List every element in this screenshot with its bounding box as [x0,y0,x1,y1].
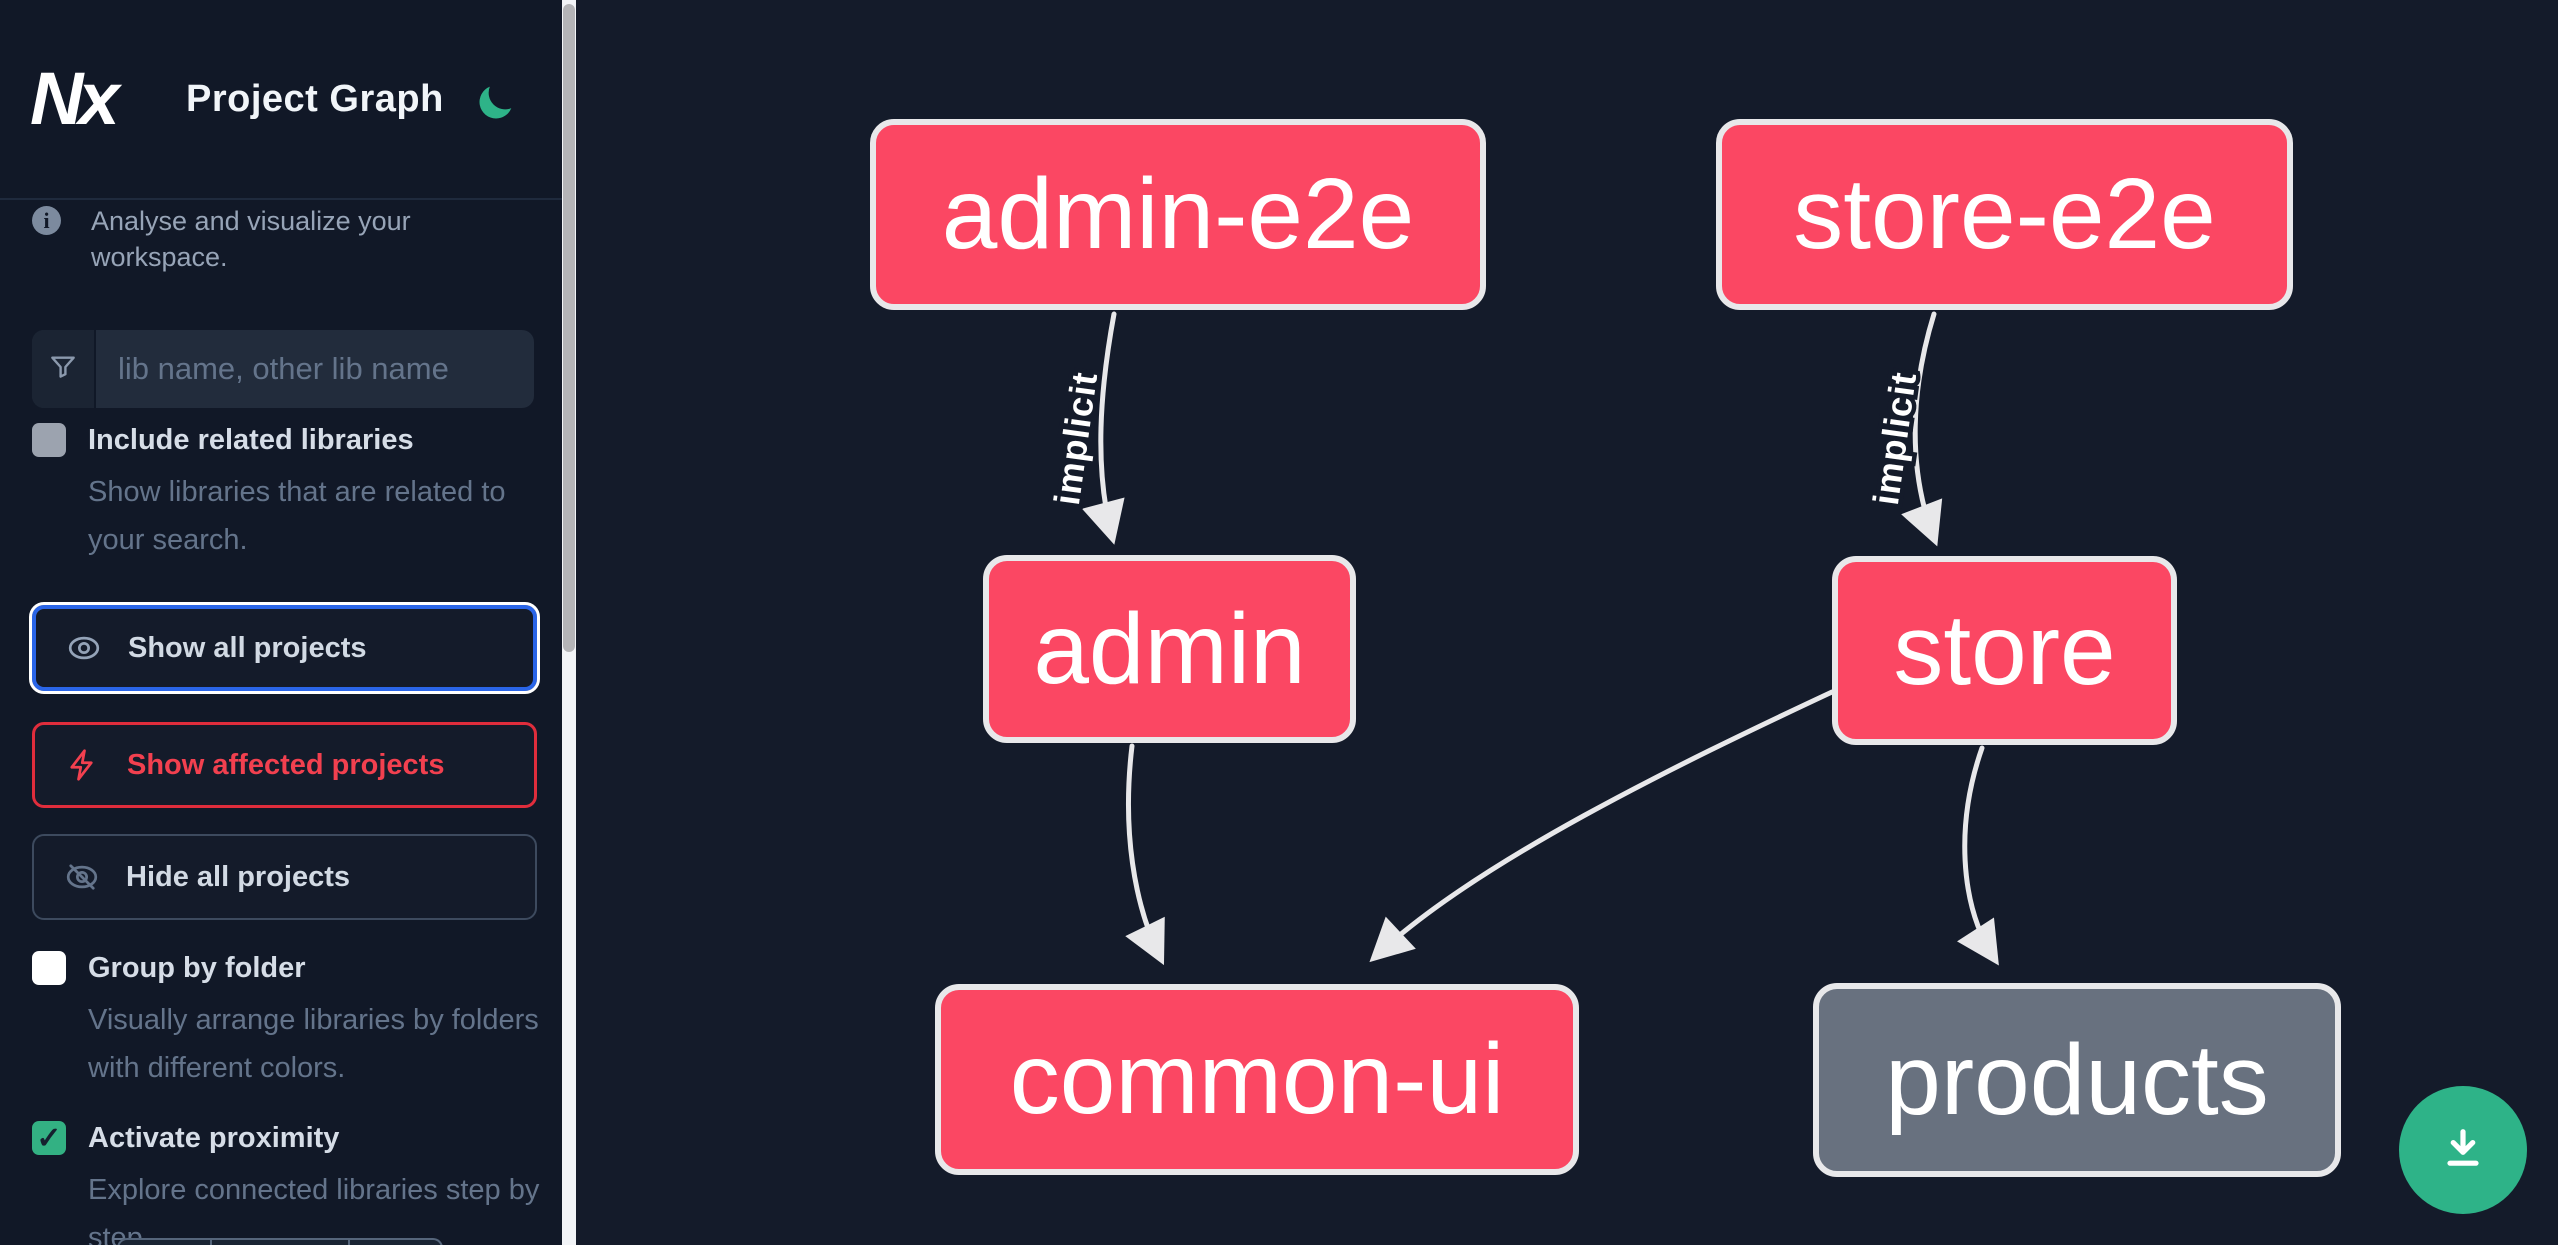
show-all-projects-button[interactable]: Show all projects [29,602,540,694]
group-by-folder-checkbox[interactable] [32,951,66,985]
info-icon [32,206,61,235]
include-related-label: Include related libraries [88,424,414,456]
activate-proximity-label: Activate proximity [88,1122,340,1154]
graph-node-admin[interactable]: admin [983,555,1356,743]
bolt-icon [65,747,101,783]
stepper-increment-segment[interactable] [350,1240,441,1245]
edge-admin-to-common-ui[interactable] [1125,743,1165,966]
search-input[interactable] [96,330,534,408]
nx-logo: Nx [30,57,120,140]
page-title: Project Graph [186,78,444,120]
include-related-checkbox[interactable] [32,423,66,457]
search-box [32,330,534,408]
filter-icon-cell [32,330,96,408]
theme-toggle-button[interactable] [474,80,518,124]
show-all-projects-label: Show all projects [128,631,367,664]
proximity-depth-stepper[interactable] [117,1238,443,1245]
show-affected-projects-label: Show affected projects [127,748,445,781]
activate-proximity-row: Activate proximity Explore connected lib… [32,1118,539,1245]
node-label: admin-e2e [941,158,1415,270]
graph-node-common-ui[interactable]: common-ui [935,984,1579,1175]
workspace-tagline: Analyse and visualize your workspace. [91,206,411,272]
activate-proximity-checkbox[interactable] [32,1121,66,1155]
stepper-value-segment [212,1240,350,1245]
graph-edges: implicit implicit [1041,311,1999,966]
node-label: common-ui [1009,1023,1505,1135]
include-related-description: Show libraries that are related to your … [88,476,506,556]
moon-icon [474,86,518,128]
download-icon [2437,1122,2489,1179]
activate-proximity-description: Explore connected libraries step by step… [88,1174,540,1245]
graph-node-admin-e2e[interactable]: admin-e2e [870,119,1486,310]
graph-node-store[interactable]: store [1832,556,2177,745]
graph-node-store-e2e[interactable]: store-e2e [1716,119,2293,310]
node-label: admin [1033,592,1306,705]
node-label: products [1885,1023,2269,1136]
edge-admin-e2e-to-admin[interactable] [1082,311,1125,545]
group-by-folder-row: Group by folder Visually arrange librari… [32,948,539,1092]
edge-store-to-common-ui[interactable] [1369,689,1835,963]
workspace-tagline-row: Analyse and visualize your workspace. [32,203,542,275]
scrollbar-thumb[interactable] [563,4,575,652]
download-image-button[interactable] [2399,1086,2527,1214]
hide-all-projects-button[interactable]: Hide all projects [32,834,537,920]
stepper-decrement-segment[interactable] [119,1240,212,1245]
eye-icon [66,630,102,666]
graph-node-products[interactable]: products [1813,983,2341,1177]
group-by-folder-label: Group by folder [88,952,306,984]
edge-store-to-products[interactable] [1957,745,1999,966]
include-related-row: Include related libraries Show libraries… [32,420,532,564]
sidebar-scrollbar[interactable] [562,0,576,1245]
show-affected-projects-button[interactable]: Show affected projects [32,722,537,808]
hide-all-projects-label: Hide all projects [126,860,351,893]
edge-store-e2e-to-store[interactable] [1901,311,1943,547]
node-label: store-e2e [1793,158,2216,270]
filter-funnel-icon [47,351,79,388]
sidebar-header: Nx Project Graph [0,0,562,200]
project-graph-canvas[interactable]: implicit implicit admin-e2e store-e2e ad… [576,0,2558,1245]
edge-label-implicit-1: implicit [1046,369,1105,507]
sidebar: Nx Project Graph Analyse and visualize y… [0,0,562,1245]
node-label: store [1893,594,2116,706]
eye-off-icon [64,859,100,895]
group-by-folder-description: Visually arrange libraries by folders wi… [88,1004,539,1084]
